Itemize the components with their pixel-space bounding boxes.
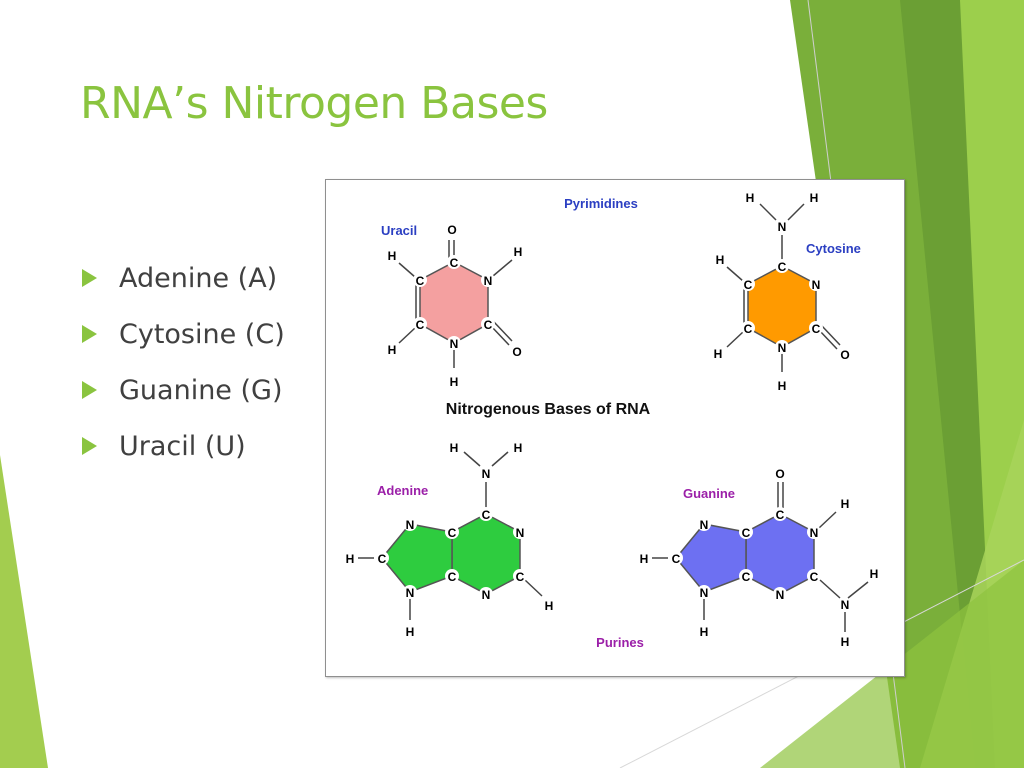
atom-c: C (482, 508, 491, 522)
atom-o: O (840, 348, 849, 362)
atom-c: C (776, 508, 785, 522)
bullet-label: Guanine (G) (119, 374, 283, 406)
bullet-arrow-icon (82, 269, 97, 287)
atom-c: C (450, 256, 459, 270)
atom-h: H (716, 253, 725, 267)
atom-h: H (714, 347, 723, 361)
atom-n: N (776, 588, 785, 602)
ring (675, 523, 747, 593)
uracil-molecule: Uracil C N C N C C O O H H H H (381, 223, 522, 389)
atom-h: H (841, 635, 850, 649)
adenine-molecule: Adenine H H N C N C N C C N C N H H H (346, 441, 554, 639)
atom-h: H (810, 191, 819, 205)
bullet-arrow-icon (82, 437, 97, 455)
bullet-item: Cytosine (C) (82, 306, 285, 362)
pyrimidines-label: Pyrimidines (564, 196, 638, 211)
bullet-item: Adenine (A) (82, 250, 285, 306)
molecule-name: Cytosine (806, 241, 861, 256)
molecule-diagram: Pyrimidines Nitrogenous Bases of RNA Pur… (346, 191, 879, 650)
atom-h: H (640, 552, 649, 566)
atom-c: C (448, 526, 457, 540)
ring (451, 513, 521, 595)
atom-n: N (406, 518, 415, 532)
slide-title: RNA’s Nitrogen Bases (80, 78, 548, 129)
atom-n: N (450, 337, 459, 351)
molecule-name: Guanine (683, 486, 735, 501)
atom-c: C (416, 318, 425, 332)
atom-h: H (700, 625, 709, 639)
atom-h: H (514, 441, 523, 455)
ring (381, 523, 453, 593)
atom-c: C (378, 552, 387, 566)
atom-c: C (810, 570, 819, 584)
atom-o: O (447, 223, 456, 237)
ring (747, 265, 817, 348)
atom-h: H (870, 567, 879, 581)
atom-h: H (388, 343, 397, 357)
bullet-label: Cytosine (C) (119, 318, 285, 350)
purines-label: Purines (596, 635, 644, 650)
atom-c: C (742, 570, 751, 584)
atom-n: N (482, 467, 491, 481)
atom-o: O (775, 467, 784, 481)
bullet-arrow-icon (82, 325, 97, 343)
atom-n: N (812, 278, 821, 292)
cytosine-molecule: Cytosine H H N C N C N C C O H H H (714, 191, 861, 393)
atom-n: N (700, 518, 709, 532)
atom-c: C (744, 322, 753, 336)
atom-c: C (416, 274, 425, 288)
atom-c: C (742, 526, 751, 540)
atom-n: N (778, 341, 787, 355)
atom-n: N (484, 274, 493, 288)
atom-h: H (388, 249, 397, 263)
nitrogen-bases-figure: Pyrimidines Nitrogenous Bases of RNA Pur… (325, 179, 905, 677)
molecule-name: Uracil (381, 223, 417, 238)
atom-h: H (450, 441, 459, 455)
atom-c: C (448, 570, 457, 584)
bullet-label: Adenine (A) (119, 262, 278, 294)
atom-h: H (514, 245, 523, 259)
atom-h: H (545, 599, 554, 613)
ring (419, 261, 489, 344)
atom-n: N (482, 588, 491, 602)
atom-o: O (512, 345, 521, 359)
ring (745, 513, 815, 595)
atom-c: C (672, 552, 681, 566)
atom-h: H (450, 375, 459, 389)
bullet-label: Uracil (U) (119, 430, 246, 462)
atom-n: N (810, 526, 819, 540)
bullet-arrow-icon (82, 381, 97, 399)
atom-c: C (778, 260, 787, 274)
atom-h: H (841, 497, 850, 511)
atom-c: C (484, 318, 493, 332)
atom-h: H (346, 552, 355, 566)
bullet-item: Uracil (U) (82, 418, 285, 474)
figure-title: Nitrogenous Bases of RNA (446, 401, 651, 418)
atom-c: C (516, 570, 525, 584)
bullet-item: Guanine (G) (82, 362, 285, 418)
molecule-name: Adenine (377, 483, 428, 498)
atom-h: H (406, 625, 415, 639)
bullet-list: Adenine (A) Cytosine (C) Guanine (G) Ura… (82, 250, 285, 474)
atom-h: H (778, 379, 787, 393)
guanine-molecule: Guanine O H C N C N C C N C N N H H H H (640, 467, 879, 649)
atom-n: N (700, 586, 709, 600)
atom-n: N (841, 598, 850, 612)
atom-n: N (406, 586, 415, 600)
left-accent-shape (0, 455, 48, 768)
atom-n: N (516, 526, 525, 540)
atom-h: H (746, 191, 755, 205)
atom-c: C (744, 278, 753, 292)
atom-n: N (778, 220, 787, 234)
atom-c: C (812, 322, 821, 336)
